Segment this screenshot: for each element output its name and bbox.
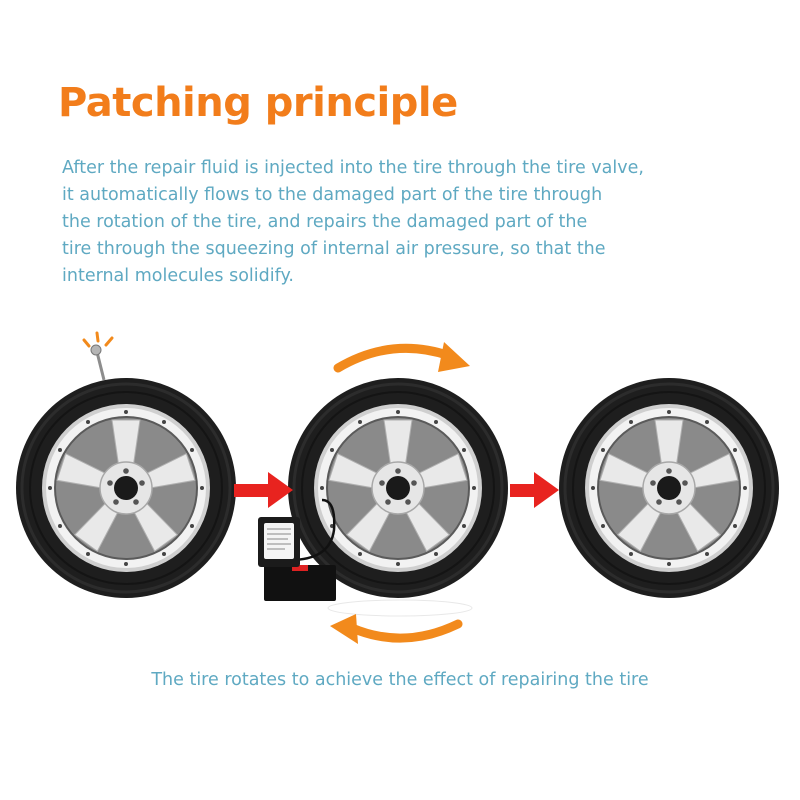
- description-line: After the repair fluid is injected into …: [62, 158, 644, 178]
- tire-damaged: [14, 376, 238, 600]
- rotation-arrow-icon: [330, 614, 463, 644]
- sealant-compressor-icon: [258, 498, 336, 601]
- right-arrow-icon: [510, 472, 559, 508]
- page-title: Patching principle: [58, 80, 458, 126]
- nail-icon: [82, 331, 114, 381]
- tire-repaired: [557, 376, 781, 600]
- description-line: internal molecules solidify.: [62, 266, 294, 286]
- description-line: it automatically flows to the damaged pa…: [62, 185, 603, 205]
- tire-shadow: [327, 599, 473, 617]
- description-line: the rotation of the tire, and repairs th…: [62, 212, 588, 232]
- caption-text: The tire rotates to achieve the effect o…: [151, 670, 649, 690]
- rotation-arrow-icon: [333, 342, 470, 373]
- right-arrow-icon: [234, 472, 293, 508]
- description-line: tire through the squeezing of internal a…: [62, 239, 606, 259]
- description-text: After the repair fluid is injected into …: [62, 155, 752, 290]
